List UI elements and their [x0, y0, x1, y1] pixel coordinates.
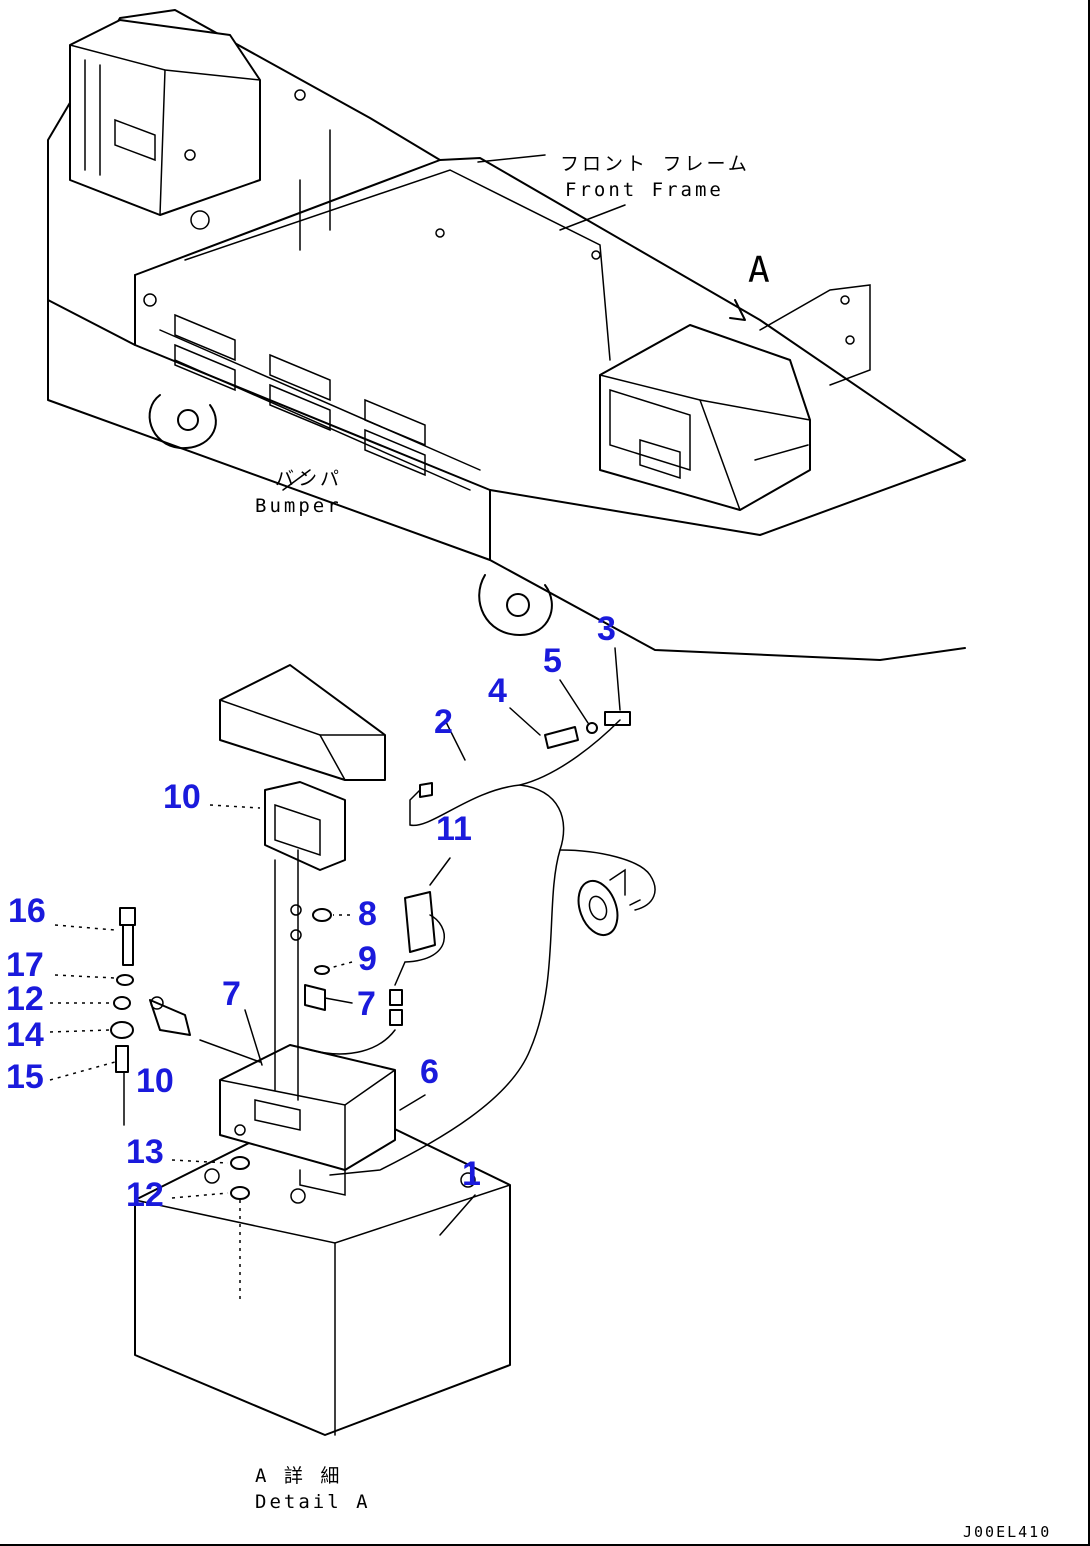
bumper-slots [174, 313, 426, 477]
front-frame-assembly [47, 9, 966, 661]
callout-10-top: 10 [163, 778, 201, 816]
detail-label-jp: A 詳 細 [255, 1465, 342, 1487]
tow-hook-left [148, 394, 217, 450]
callout-12-left: 12 [6, 980, 44, 1018]
callout-4: 4 [488, 672, 507, 710]
bumper-label-en: Bumper [255, 495, 342, 517]
drawing-code: J00EL410 [963, 1523, 1051, 1541]
bracket-detail-a [729, 284, 871, 386]
callout-12-lower: 12 [126, 1176, 164, 1214]
text-labels: フロント フレーム Front Frame A バンパ Bumper A 詳 細… [255, 153, 1051, 1541]
nut-13 [230, 1156, 250, 1170]
front-frame-label-en: Front Frame [565, 179, 724, 201]
callout-6: 6 [420, 1053, 439, 1091]
callout-11: 11 [436, 810, 472, 848]
callout-17: 17 [6, 946, 44, 984]
callout-2: 2 [434, 703, 453, 741]
lamp-housing-right [599, 324, 811, 511]
callout-3: 3 [597, 610, 616, 648]
washer-9 [314, 965, 330, 975]
detail-label-en: Detail A [255, 1491, 371, 1513]
callout-numbers: 1 2 3 4 5 6 7 7 8 9 10 10 11 12 12 13 14… [6, 610, 616, 1214]
callout-16: 16 [8, 892, 46, 930]
connectors [544, 711, 631, 749]
lamp-housing-left [69, 19, 261, 216]
callout-15: 15 [6, 1058, 44, 1096]
lamp-cover [219, 664, 386, 781]
washer-12 [230, 1186, 250, 1200]
wiring-harness [329, 784, 565, 1176]
horn [577, 868, 641, 937]
callout-7-left: 7 [222, 975, 241, 1013]
callout-9: 9 [358, 940, 377, 978]
callout-7-right: 7 [357, 985, 376, 1023]
view-letter: A [748, 250, 773, 291]
callout-14: 14 [6, 1016, 44, 1054]
callout-5: 5 [543, 642, 562, 680]
callout-8: 8 [358, 895, 377, 933]
tow-hook-right [478, 574, 553, 636]
callout-10-bottom: 10 [136, 1062, 174, 1100]
bumper-label-jp: バンパ [275, 468, 342, 490]
callout-13: 13 [126, 1133, 164, 1171]
front-frame-label-jp: フロント フレーム [560, 153, 750, 175]
callout-1: 1 [462, 1155, 481, 1193]
clamp-7 [304, 984, 326, 1011]
lamp-bracket [219, 1044, 396, 1196]
work-lamp [264, 781, 346, 1101]
callout-leaders [49, 647, 621, 1236]
relay [389, 891, 445, 1026]
view-arrow-icon [729, 299, 746, 321]
bolt-and-washers [110, 907, 191, 1126]
spacer-8 [312, 908, 332, 922]
